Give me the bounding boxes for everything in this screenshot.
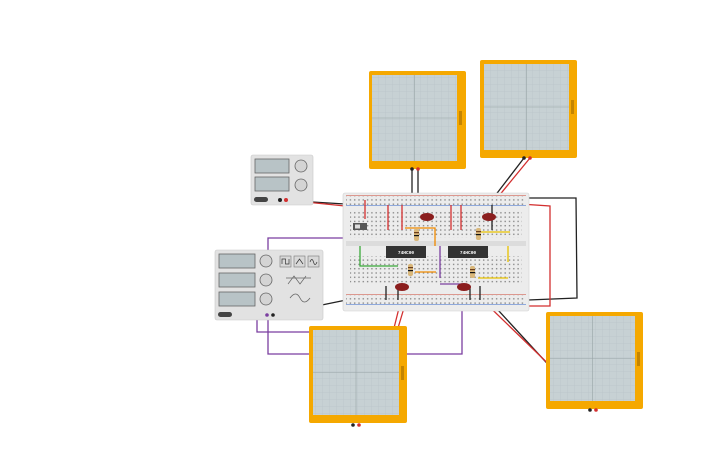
probe-positive-terminal[interactable] — [357, 423, 361, 427]
resistor[interactable] — [408, 264, 413, 276]
function-generator[interactable] — [214, 249, 324, 321]
probe-negative-terminal[interactable] — [588, 408, 592, 412]
output-positive-terminal[interactable] — [265, 313, 269, 317]
led[interactable] — [395, 283, 409, 291]
oscilloscope-4[interactable] — [546, 312, 643, 412]
wire-red[interactable] — [519, 203, 551, 307]
led[interactable] — [482, 213, 496, 221]
chip-label: 74HC00 — [398, 250, 415, 256]
terminal-strip-bottom[interactable] — [350, 256, 522, 284]
wire-black[interactable] — [527, 197, 578, 301]
triangle-wave-icon[interactable] — [293, 255, 306, 268]
current-display — [254, 176, 290, 192]
leds — [395, 213, 496, 291]
offset-display — [218, 291, 256, 307]
current-knob-icon[interactable] — [294, 178, 308, 192]
sine-wave-icon[interactable] — [307, 255, 320, 268]
probe-positive-terminal[interactable] — [416, 167, 420, 171]
resistor[interactable] — [476, 228, 481, 240]
square-wave-icon[interactable] — [279, 255, 292, 268]
offset-knob-icon[interactable] — [259, 292, 273, 306]
frequency-display — [218, 253, 256, 269]
frequency-knob-icon[interactable] — [259, 254, 273, 268]
power-supply[interactable] — [250, 154, 314, 206]
wire-green[interactable] — [359, 246, 398, 267]
chip-label: 74HC00 — [460, 250, 477, 256]
led[interactable] — [457, 283, 471, 291]
voltage-knob-icon[interactable] — [294, 159, 308, 173]
power-rail-top[interactable] — [346, 196, 526, 205]
oscilloscope-3[interactable] — [309, 326, 407, 427]
terminal-strip-top[interactable] — [350, 210, 522, 238]
negative-terminal[interactable] — [278, 198, 282, 202]
function-generator-power-switch[interactable] — [218, 312, 232, 317]
waveform-preview — [286, 275, 311, 303]
power-switch[interactable] — [254, 197, 268, 202]
resistors — [408, 228, 481, 278]
ic-chip-2[interactable]: 74HC00 — [448, 246, 488, 258]
power-rail-bottom[interactable] — [346, 295, 526, 304]
slide-switch[interactable] — [353, 223, 367, 230]
breadboard[interactable] — [342, 192, 530, 312]
probe-negative-terminal[interactable] — [351, 423, 355, 427]
positive-terminal[interactable] — [284, 198, 288, 202]
probe-positive-terminal[interactable] — [528, 156, 532, 160]
voltage-display — [254, 158, 290, 174]
output-negative-terminal[interactable] — [271, 313, 275, 317]
amplitude-knob-icon[interactable] — [259, 273, 273, 287]
oscilloscope-2[interactable] — [480, 60, 577, 160]
ic-chip-1[interactable]: 74HC00 — [386, 246, 426, 258]
probe-negative-terminal[interactable] — [522, 156, 526, 160]
wire-orange[interactable] — [405, 227, 436, 246]
resistor[interactable] — [414, 229, 419, 241]
oscilloscope-1[interactable] — [369, 71, 466, 171]
amplitude-display — [218, 272, 256, 288]
led[interactable] — [420, 213, 434, 221]
resistor[interactable] — [470, 266, 475, 278]
probe-negative-terminal[interactable] — [410, 167, 414, 171]
probe-positive-terminal[interactable] — [594, 408, 598, 412]
